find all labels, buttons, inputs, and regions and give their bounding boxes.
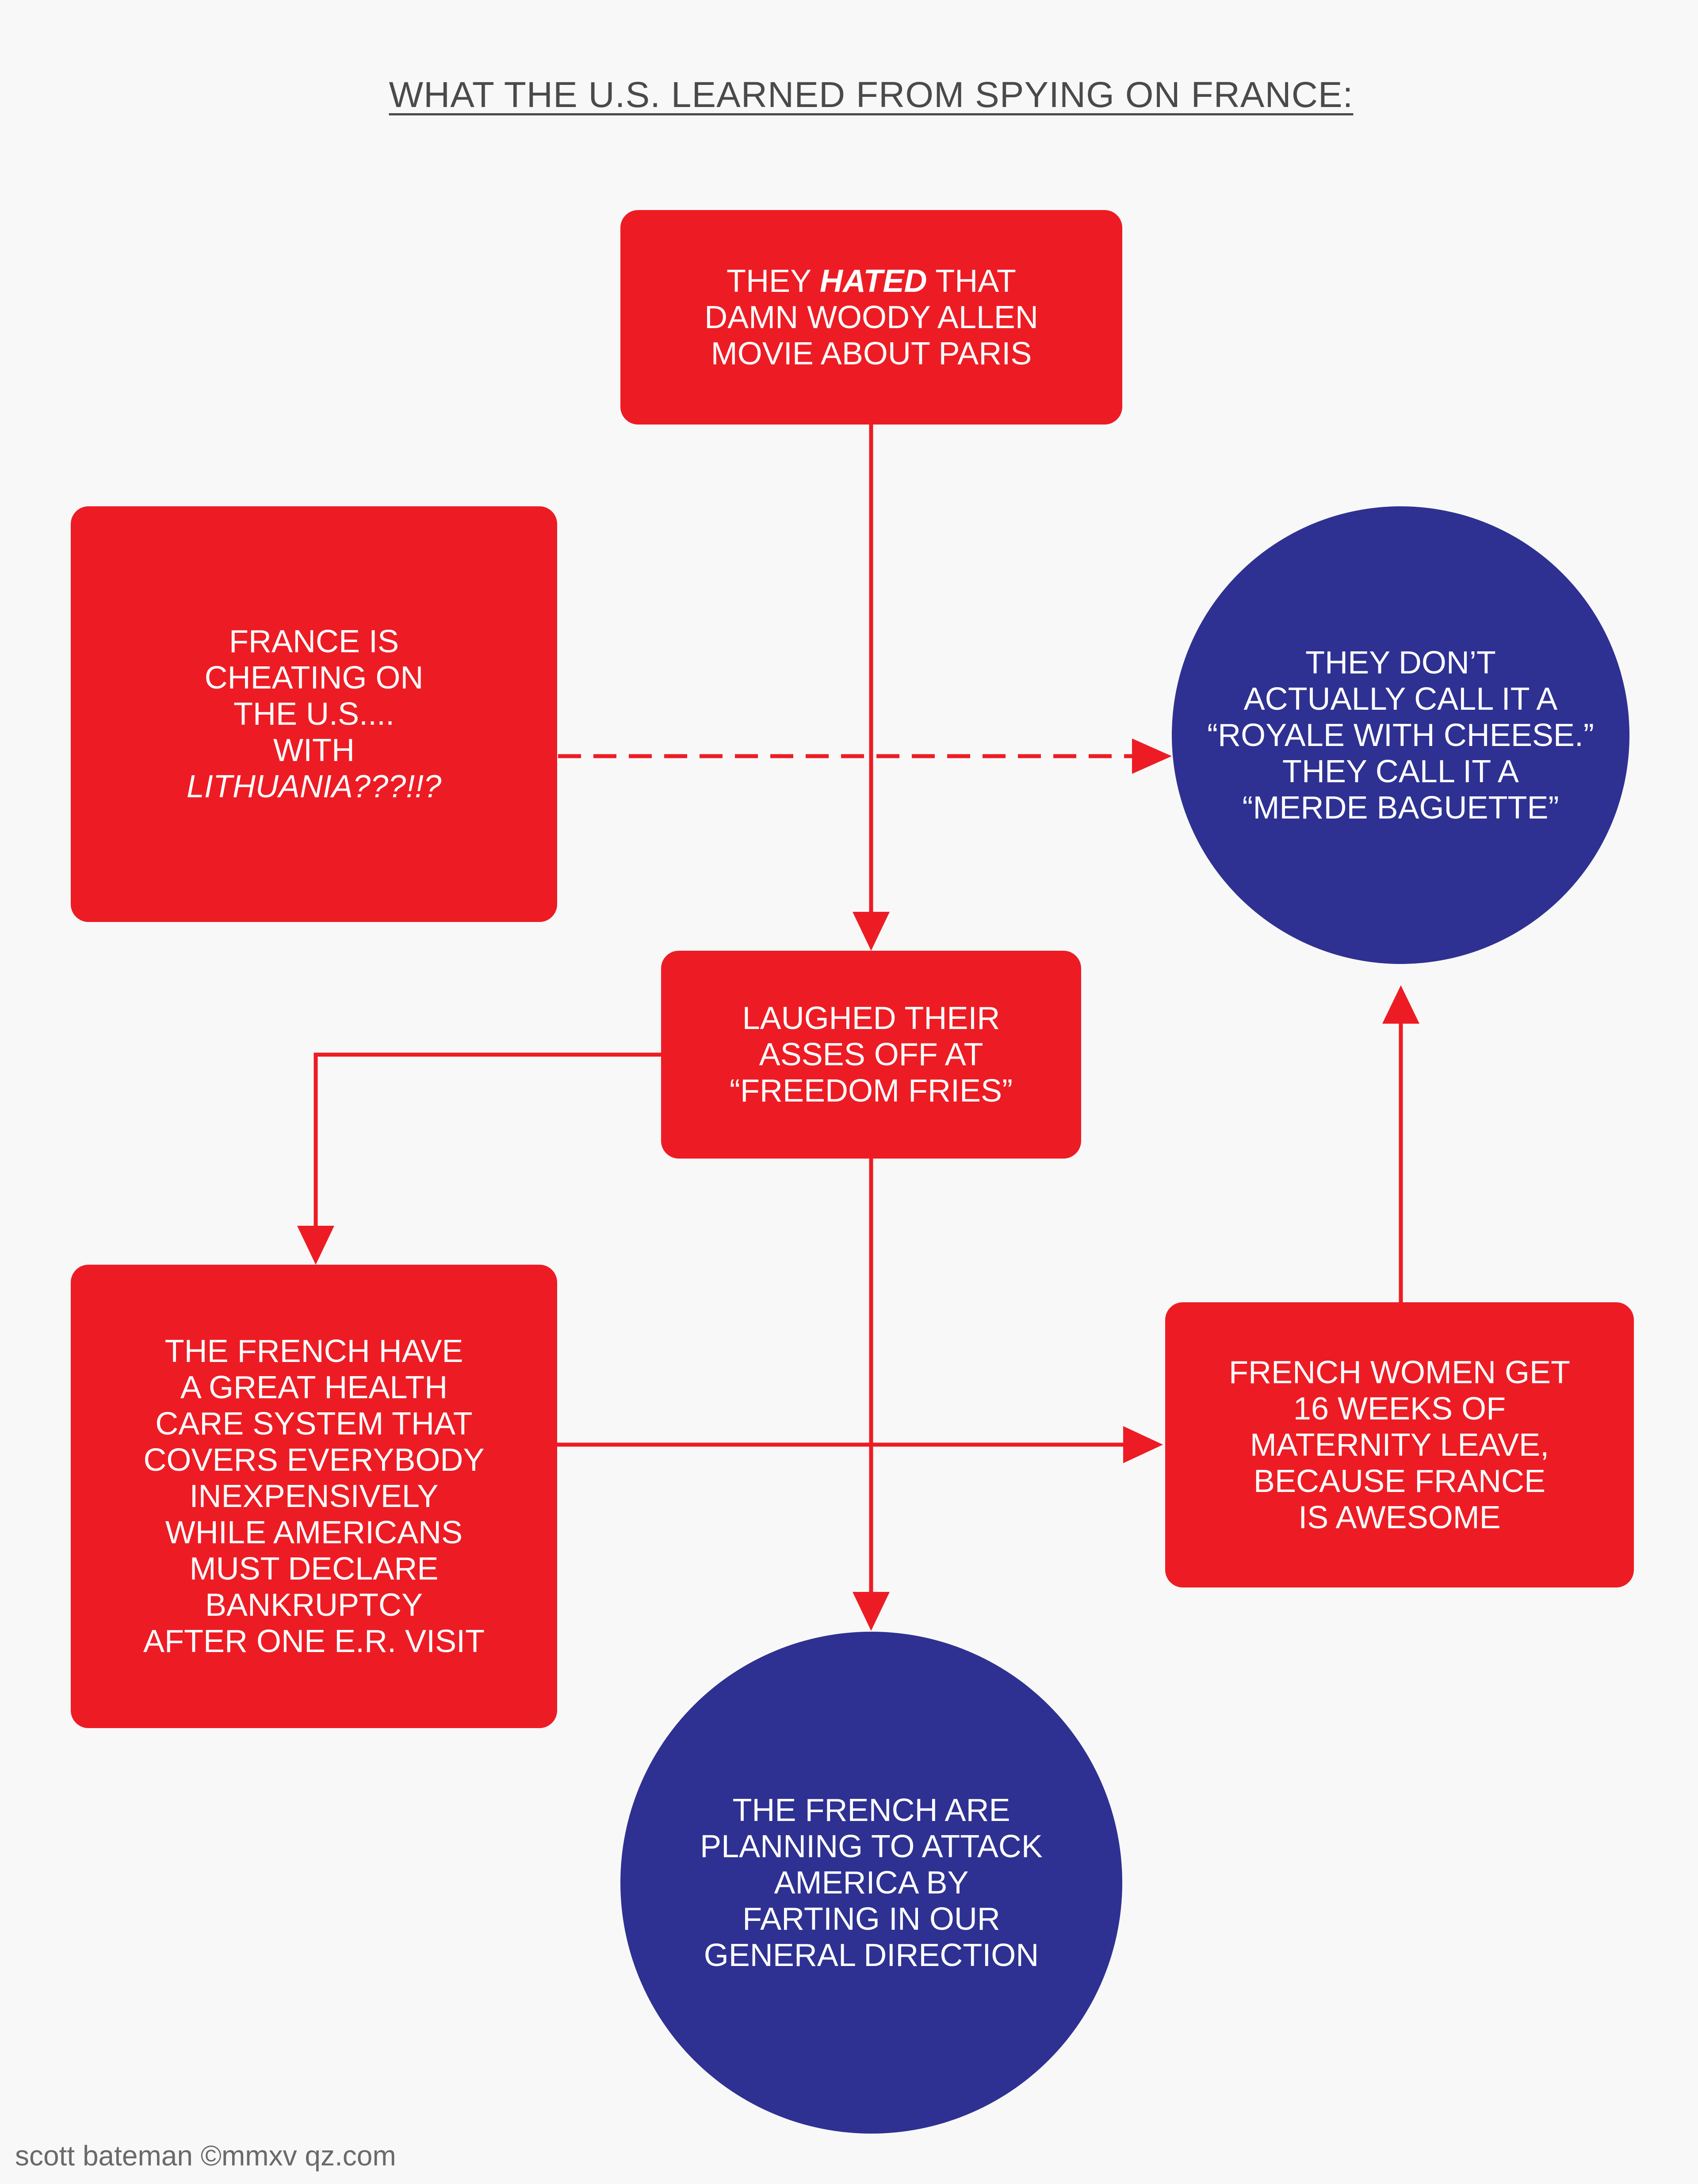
- node-health-care: THE FRENCH HAVE A GREAT HEALTH CARE SYST…: [71, 1265, 557, 1728]
- node-farting: THE FRENCH ARE PLANNING TO ATTACK AMERIC…: [620, 1632, 1122, 2134]
- freedom-fries-text: LAUGHED THEIR ASSES OFF AT “FREEDOM FRIE…: [730, 1001, 1013, 1109]
- woody-allen-post: THAT DAMN WOODY ALLEN MOVIE ABOUT PARIS: [704, 263, 1038, 371]
- arrowhead-maternity: [1123, 1426, 1163, 1463]
- health-care-text: THE FRENCH HAVE A GREAT HEALTH CARE SYST…: [143, 1334, 485, 1659]
- arrowhead-royale: [1382, 985, 1419, 1024]
- arrowhead-fries: [853, 912, 890, 951]
- farting-text: THE FRENCH ARE PLANNING TO ATTACK AMERIC…: [700, 1792, 1043, 1973]
- lithuania-emph: LITHUANIA???!!?: [186, 769, 442, 804]
- page-title: WHAT THE U.S. LEARNED FROM SPYING ON FRA…: [389, 75, 1354, 115]
- arrowhead-royale-dashed: [1132, 738, 1172, 774]
- lithuania-text: FRANCE IS CHEATING ON THE U.S.... WITH: [204, 624, 424, 768]
- royale-text: THEY DON’T ACTUALLY CALL IT A “ROYALE WI…: [1207, 645, 1594, 826]
- node-royale-with-cheese: THEY DON’T ACTUALLY CALL IT A “ROYALE WI…: [1172, 506, 1629, 964]
- arrow-fries-to-health: [314, 1052, 663, 1236]
- arrowhead-health: [297, 1226, 334, 1265]
- node-woody-allen: THEY HATED THAT DAMN WOODY ALLEN MOVIE A…: [620, 210, 1122, 425]
- node-freedom-fries: LAUGHED THEIR ASSES OFF AT “FREEDOM FRIE…: [661, 951, 1081, 1159]
- arrowhead-farting: [853, 1592, 890, 1631]
- woody-allen-pre: THEY: [727, 263, 820, 299]
- node-maternity-leave: FRENCH WOMEN GET 16 WEEKS OF MATERNITY L…: [1165, 1302, 1634, 1587]
- credit-footer: scott bateman ©mmxv qz.com: [15, 2140, 396, 2172]
- maternity-text: FRENCH WOMEN GET 16 WEEKS OF MATERNITY L…: [1229, 1354, 1570, 1535]
- woody-allen-emph: HATED: [819, 263, 927, 299]
- node-lithuania: FRANCE IS CHEATING ON THE U.S.... WITH L…: [71, 506, 557, 922]
